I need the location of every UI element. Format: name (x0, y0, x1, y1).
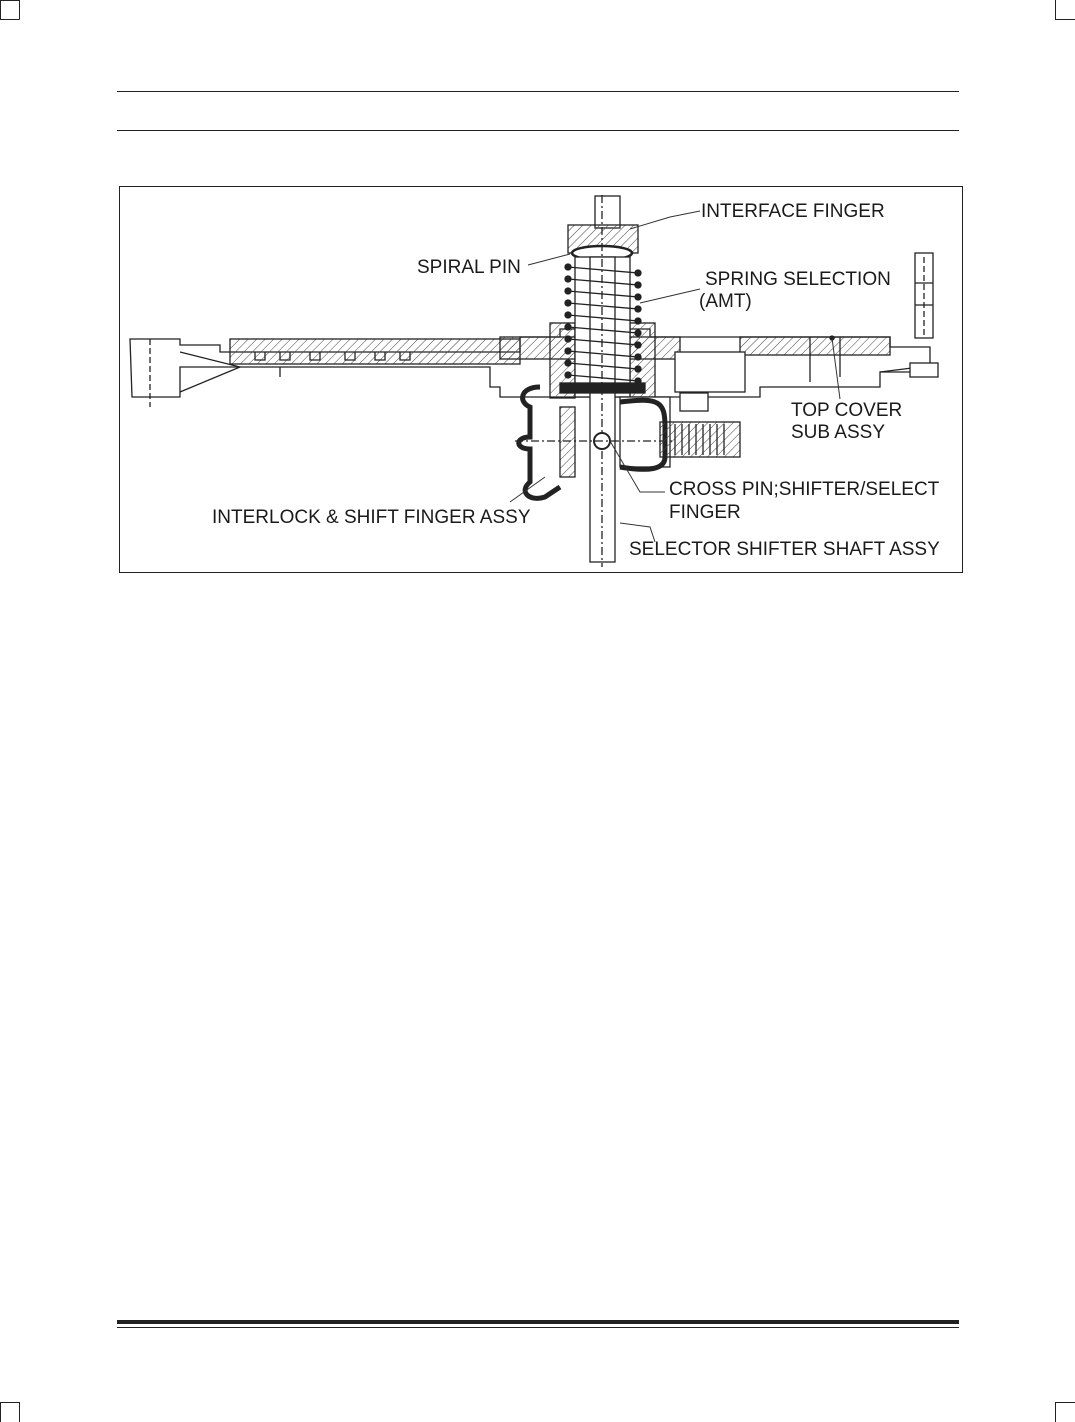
spring-housing (549, 195, 656, 567)
label-cross-pin-line2: FINGER (669, 502, 741, 523)
top-cover-body (129, 328, 931, 407)
label-selector-shaft: SELECTOR SHIFTER SHAFT ASSY (629, 539, 940, 560)
label-interface-finger: INTERFACE FINGER (701, 201, 885, 222)
label-top-cover-line2: SUB ASSY (791, 422, 885, 443)
interlock-finger (515, 384, 741, 501)
header-rule-bottom (117, 130, 959, 131)
crop-mark-bottom-left (0, 1402, 20, 1422)
label-spring-selection-line1: SPRING SELECTION (705, 269, 891, 290)
header-rule-top (117, 91, 959, 92)
label-top-cover-line1: TOP COVER (791, 400, 902, 421)
crop-mark-bottom-right (1055, 1402, 1075, 1422)
label-spring-selection-line2: (AMT) (699, 291, 752, 312)
label-cross-pin-line1: CROSS PIN;SHIFTER/SELECT (669, 479, 940, 500)
leader-lines (509, 210, 841, 543)
crop-mark-top-right (1055, 0, 1075, 20)
footer-rule-thin (117, 1327, 959, 1328)
cross-section-drawing: INTERFACE FINGER SPIRAL PIN SPRING SELEC… (129, 195, 940, 567)
dowel-pin (909, 252, 939, 378)
crop-mark-top-left (0, 0, 20, 20)
footer-rule-thick (117, 1320, 959, 1324)
assembly-figure: INTERFACE FINGER SPIRAL PIN SPRING SELEC… (119, 186, 963, 573)
label-spiral-pin: SPIRAL PIN (417, 257, 521, 278)
label-interlock: INTERLOCK & SHIFT FINGER ASSY (212, 507, 531, 528)
